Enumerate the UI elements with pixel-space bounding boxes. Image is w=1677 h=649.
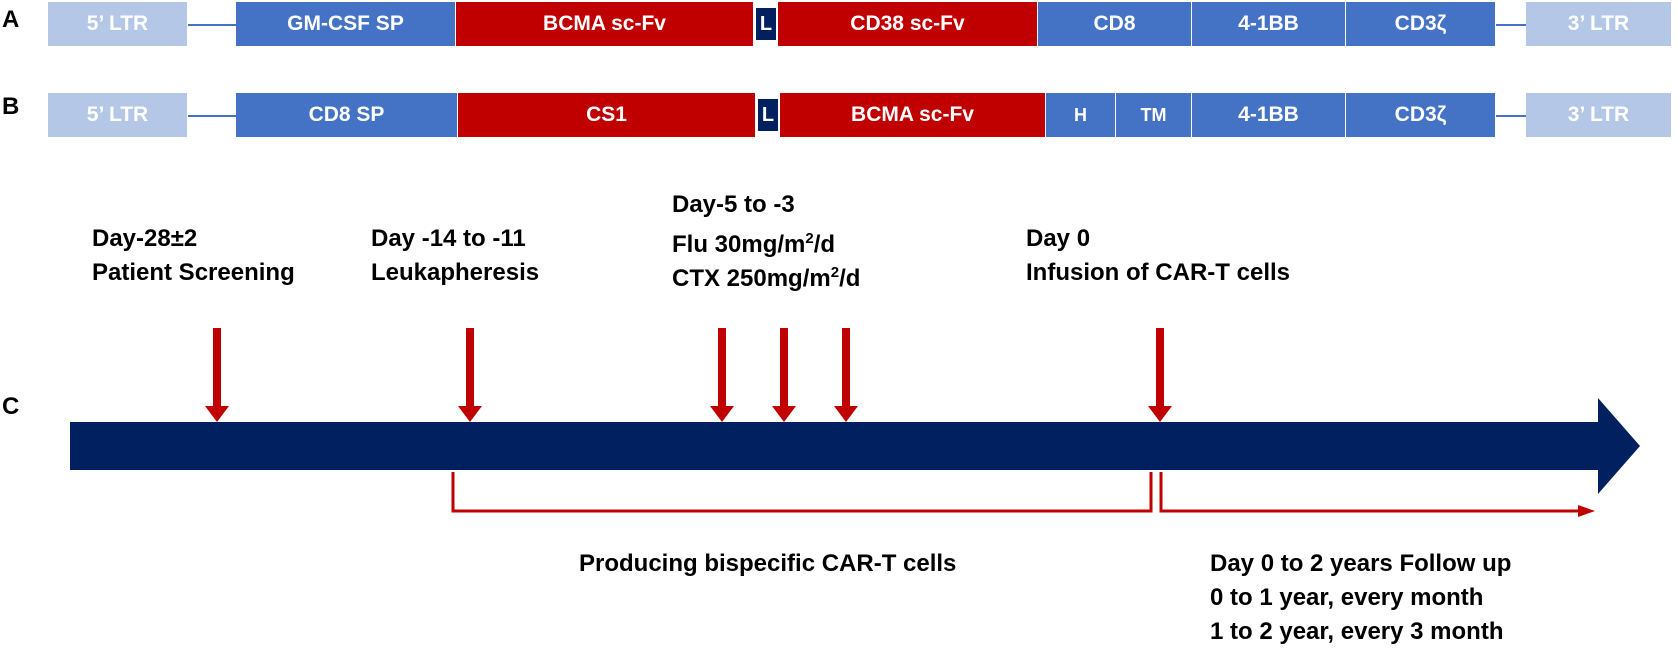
segment-4-1bb: 4-1BB (1192, 2, 1346, 46)
screening-arrow (205, 328, 229, 422)
screening-title: Patient Screening (92, 259, 295, 286)
segment-3-ltr: 3’ LTR (1526, 2, 1671, 46)
event-arrows (205, 328, 1172, 422)
flu-dose: Flu 30mg/m2/d (672, 222, 860, 258)
segment-bcma-scfv: BCMA sc-Fv (456, 2, 754, 46)
follow-up-bracket (1159, 472, 1580, 513)
segment-cd8-sp: CD8 SP (236, 93, 458, 137)
segment-bcma-scfv: BCMA sc-Fv (780, 93, 1046, 137)
segment-cs1: CS1 (458, 93, 756, 137)
ctx-dose-unit: /d (839, 265, 861, 292)
leukapheresis-day: Day -14 to -11 (371, 225, 526, 252)
production-bracket (451, 472, 1153, 513)
connector-line (188, 24, 238, 26)
segment-5-ltr: 5’ LTR (48, 2, 188, 46)
segment-4-1bb: 4-1BB (1192, 93, 1346, 137)
follow-up-line-3: 1 to 2 year, every 3 month (1210, 618, 1504, 645)
panel-label-c: C (2, 393, 20, 420)
conditioning-arrow-day-3 (834, 328, 858, 422)
infusion-arrow (1148, 328, 1172, 422)
panel-label-a: A (2, 6, 20, 33)
segment-cd38-scfv: CD38 sc-Fv (778, 2, 1038, 46)
flu-dose-unit: /d (813, 231, 836, 258)
ctx-dose-text: CTX 250mg/m (672, 265, 831, 292)
connector-line (188, 115, 238, 117)
construct-b: 5’ LTR CD8 SP CS1 L BCMA sc-Fv H TM 4-1B… (0, 93, 1677, 137)
construct-a: 5’ LTR GM-CSF SP BCMA sc-Fv L CD38 sc-Fv… (0, 2, 1677, 46)
infusion-label: Day 0 Infusion of CAR-T cells (1026, 222, 1290, 290)
segment-gm-csf-sp: GM-CSF SP (236, 2, 456, 46)
panel-label-b: B (2, 93, 20, 120)
infusion-day: Day 0 (1026, 225, 1091, 252)
leukapheresis-label: Day -14 to -11 Leukapheresis (371, 222, 539, 290)
flu-dose-text: Flu 30mg/m (672, 231, 806, 258)
ctx-dose-superscript: 2 (830, 264, 840, 281)
segment-cd8: CD8 (1038, 2, 1192, 46)
conditioning-label: Day-5 to -3 Flu 30mg/m2/d CTX 250mg/m2/d (672, 188, 861, 292)
segment-5-ltr: 5’ LTR (48, 93, 188, 137)
follow-up-line-2: 0 to 1 year, every month (1210, 584, 1484, 611)
leukapheresis-title: Leukapheresis (371, 259, 540, 286)
connector-line (1496, 115, 1526, 117)
connector-line (1496, 24, 1526, 26)
timeline-arrow (70, 398, 1640, 494)
infusion-title: Infusion of CAR-T cells (1026, 259, 1290, 286)
screening-day: Day-28±2 (92, 225, 198, 252)
screening-label: Day-28±2 Patient Screening (92, 222, 295, 290)
conditioning-day: Day-5 to -3 (672, 191, 795, 218)
producing-label: Producing bispecific CAR-T cells (579, 550, 957, 577)
segment-linker: L (758, 99, 778, 131)
follow-up-label: Day 0 to 2 years Follow up 0 to 1 year, … (1210, 547, 1511, 649)
flu-dose-superscript: 2 (805, 230, 814, 247)
segment-cd3-zeta: CD3ζ (1346, 2, 1496, 46)
segment-hinge: H (1046, 93, 1116, 137)
segment-cd3-zeta: CD3ζ (1346, 93, 1496, 137)
conditioning-arrow-day-4 (772, 328, 796, 422)
conditioning-arrow-day-5 (710, 328, 734, 422)
segment-linker: L (756, 8, 776, 40)
ctx-dose: CTX 250mg/m2/d (672, 256, 861, 292)
follow-up-line-1: Day 0 to 2 years Follow up (1210, 550, 1512, 577)
leukapheresis-arrow (458, 328, 482, 422)
follow-up-arrowhead (1578, 505, 1595, 517)
segment-3-ltr: 3’ LTR (1526, 93, 1671, 137)
segment-transmembrane: TM (1116, 93, 1192, 137)
